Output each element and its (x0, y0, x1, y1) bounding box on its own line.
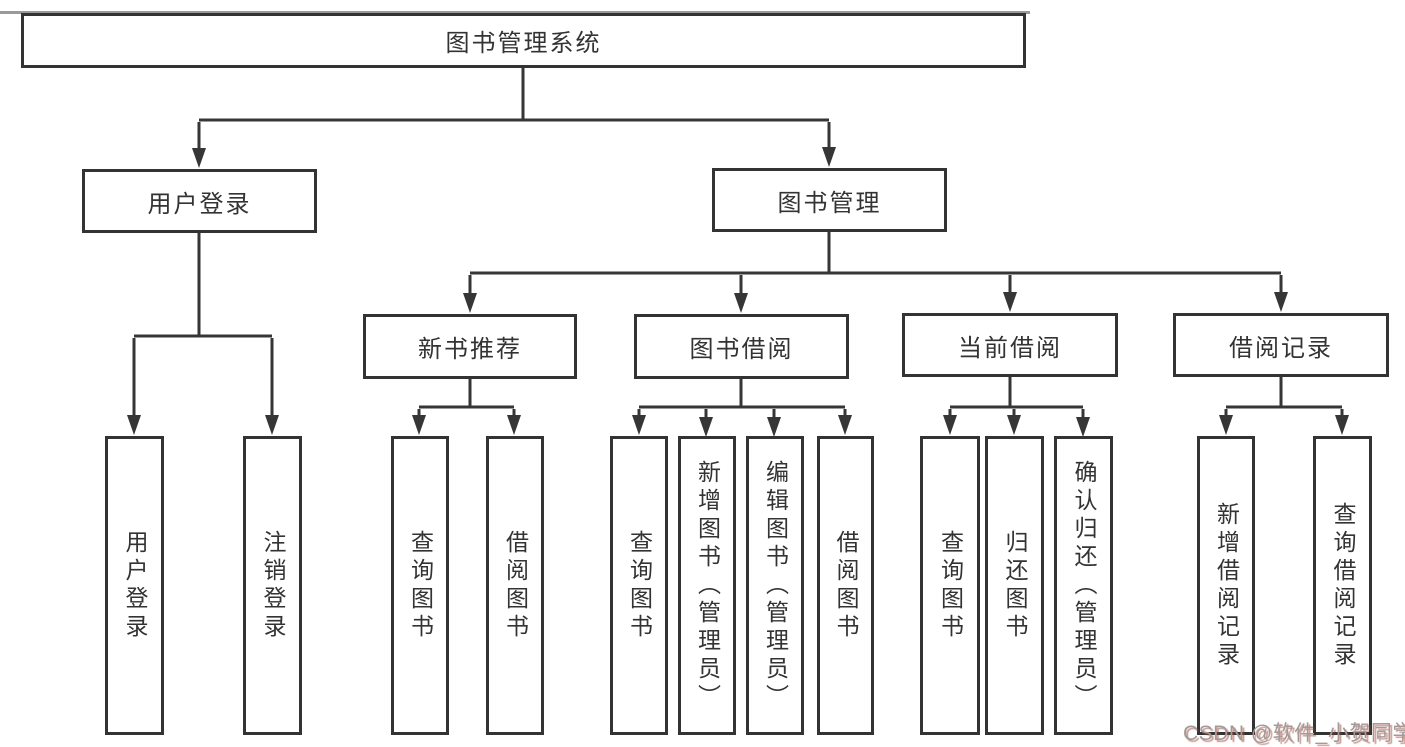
node-book-borrowing: 图书借阅 (634, 314, 849, 379)
leaf-edit-books-admin-label: 编辑图书（管理员） (762, 459, 789, 712)
node-book-management-branch: 图书管理 (712, 168, 947, 232)
csdn-watermark: CSDN @软件_小贺同学 (1183, 722, 1405, 745)
leaf-logout: 注销登录 (243, 436, 302, 735)
node-root-system: 图书管理系统 (21, 13, 1026, 68)
node-current-borrowing: 当前借阅 (902, 313, 1118, 377)
node-new-book-recommend: 新书推荐 (363, 314, 577, 379)
leaf-add-books-admin: 新增图书（管理员） (678, 436, 736, 735)
leaf-user-login: 用户登录 (105, 436, 164, 735)
leaf-query-books-3: 查询图书 (920, 436, 980, 735)
node-borrowing-records-label: 借阅记录 (1229, 334, 1333, 362)
leaf-query-books-2-label: 查询图书 (626, 529, 653, 642)
leaf-edit-books-admin: 编辑图书（管理员） (746, 436, 804, 735)
leaf-query-books-1: 查询图书 (391, 436, 449, 735)
top-shadow-line (0, 11, 1030, 14)
leaf-borrow-books-1: 借阅图书 (486, 436, 544, 735)
leaf-return-books: 归还图书 (985, 436, 1044, 735)
leaf-return-books-label: 归还图书 (1002, 529, 1028, 642)
leaf-add-borrow-record-label: 新增借阅记录 (1213, 501, 1240, 670)
node-borrowing-records: 借阅记录 (1173, 313, 1389, 377)
leaf-confirm-return-admin: 确认归还（管理员） (1054, 436, 1113, 735)
node-root-label: 图书管理系统 (445, 30, 602, 57)
node-new-book-recommend-label: 新书推荐 (418, 336, 522, 363)
node-current-borrowing-label: 当前借阅 (958, 334, 1062, 362)
leaf-borrow-books-2-label: 借阅图书 (833, 529, 859, 642)
leaf-add-borrow-record: 新增借阅记录 (1197, 436, 1255, 735)
leaf-query-borrow-record: 查询借阅记录 (1313, 436, 1372, 735)
node-user-login-branch: 用户登录 (82, 169, 317, 233)
leaf-add-books-admin-label: 新增图书（管理员） (694, 459, 721, 712)
leaf-query-books-2: 查询图书 (610, 436, 668, 735)
node-book-management-branch-label: 图书管理 (777, 189, 882, 217)
node-book-borrowing-label: 图书借阅 (689, 336, 794, 363)
leaf-borrow-books-2: 借阅图书 (817, 436, 874, 735)
leaf-user-login-label: 用户登录 (122, 529, 148, 642)
node-user-login-branch-label: 用户登录 (147, 190, 252, 218)
arrowheads (127, 147, 1349, 437)
leaf-borrow-books-1-label: 借阅图书 (502, 529, 529, 642)
leaf-logout-label: 注销登录 (260, 529, 286, 642)
leaf-query-borrow-record-label: 查询借阅记录 (1330, 501, 1356, 670)
leaf-query-books-3-label: 查询图书 (937, 529, 964, 642)
leaf-query-books-1-label: 查询图书 (407, 529, 434, 642)
leaf-confirm-return-admin-label: 确认归还（管理员） (1071, 459, 1097, 712)
